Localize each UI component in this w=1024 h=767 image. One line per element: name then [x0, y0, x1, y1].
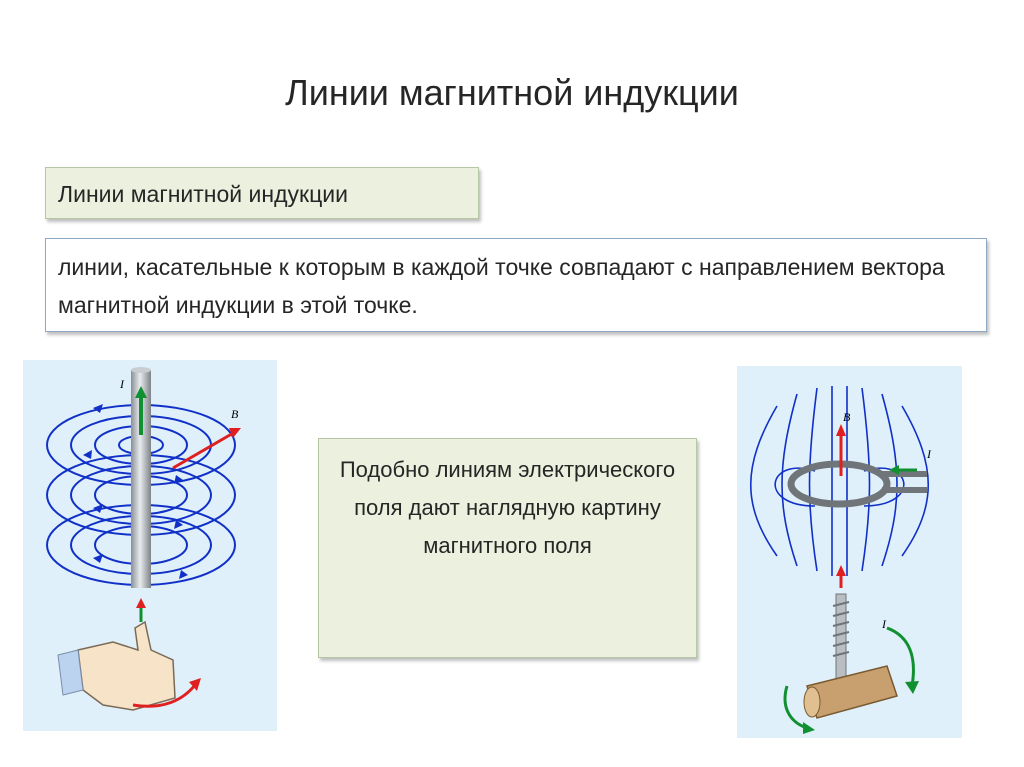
ring-field-label: B [843, 410, 851, 424]
ring-current-diagram: I B I [749, 386, 932, 734]
straight-wire-diagram: I B [46, 367, 241, 711]
screw-rotation-head-bottom [803, 722, 815, 734]
lower-current-head [136, 598, 146, 608]
definition-box: линии, касательные к которым в каждой то… [45, 238, 987, 332]
slide-title: Линии магнитной индукции [285, 72, 739, 113]
ring-current-label: I [926, 447, 932, 461]
note-box: Подобно линиям электрического поля дают … [318, 438, 697, 658]
screw-rotation-arrow-bottom [783, 685, 808, 730]
right-hand-icon [57, 620, 201, 711]
screw-rotation-head-top [905, 681, 919, 694]
ring-current-arrow-head [889, 465, 899, 475]
b-vector-head [229, 428, 241, 438]
field-direction-arrows [83, 404, 188, 579]
screw-rotation-arrow-top [886, 626, 915, 687]
ring-current-figure: I B I [737, 366, 962, 738]
current-arrow-head [135, 386, 147, 398]
current-label: I [119, 377, 125, 391]
screw-icon [803, 593, 898, 719]
term-box: Линии магнитной индукции [45, 167, 479, 219]
definition-text: линии, касательные к которым в каждой то… [58, 254, 945, 318]
screw-direction-head [836, 565, 846, 576]
note-text: Подобно линиям электрического поля дают … [339, 457, 676, 558]
ring-field-lines [749, 386, 930, 576]
term-text: Линии магнитной индукции [58, 181, 348, 207]
ring-b-vector-head [836, 424, 846, 436]
current-ring [787, 460, 891, 508]
b-vector [172, 430, 236, 470]
straight-wire-figure: I B [23, 360, 277, 731]
screw-current-label: I [881, 617, 887, 631]
wire-top [131, 367, 151, 373]
wire-rod [131, 370, 151, 588]
ring-leads [882, 471, 927, 493]
field-label: B [231, 407, 239, 421]
